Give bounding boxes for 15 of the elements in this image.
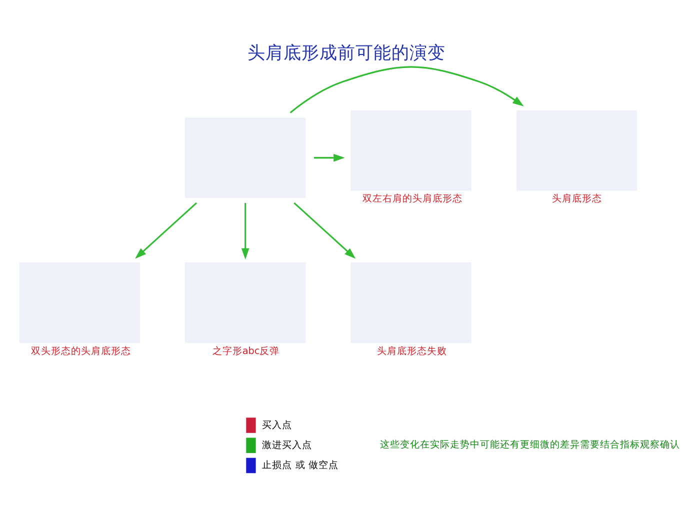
node-label: 之字形abc反弹 (212, 345, 280, 356)
arrow (241, 202, 250, 260)
arrow (290, 66, 524, 113)
node-label: 头肩底形态失败 (376, 345, 447, 356)
legend-label: 买入点 (262, 419, 292, 430)
node-label: 双头形态的头肩底形态 (30, 345, 131, 356)
diagram-title: 头肩底形成前可能的演变 (248, 43, 446, 64)
legend-label: 激进买入点 (262, 439, 312, 450)
node-label: 头肩底形态 (552, 193, 602, 204)
arrow (314, 153, 345, 162)
label: 这些变化在实际走势中可能还有更细微的差异需要结合指标观察确认 (380, 438, 680, 450)
node-label: 双左右肩的头肩底形态 (362, 193, 462, 204)
legend-label: 止损点 或 做空点 (262, 459, 338, 470)
arrow (135, 202, 198, 258)
arrow (294, 202, 356, 258)
